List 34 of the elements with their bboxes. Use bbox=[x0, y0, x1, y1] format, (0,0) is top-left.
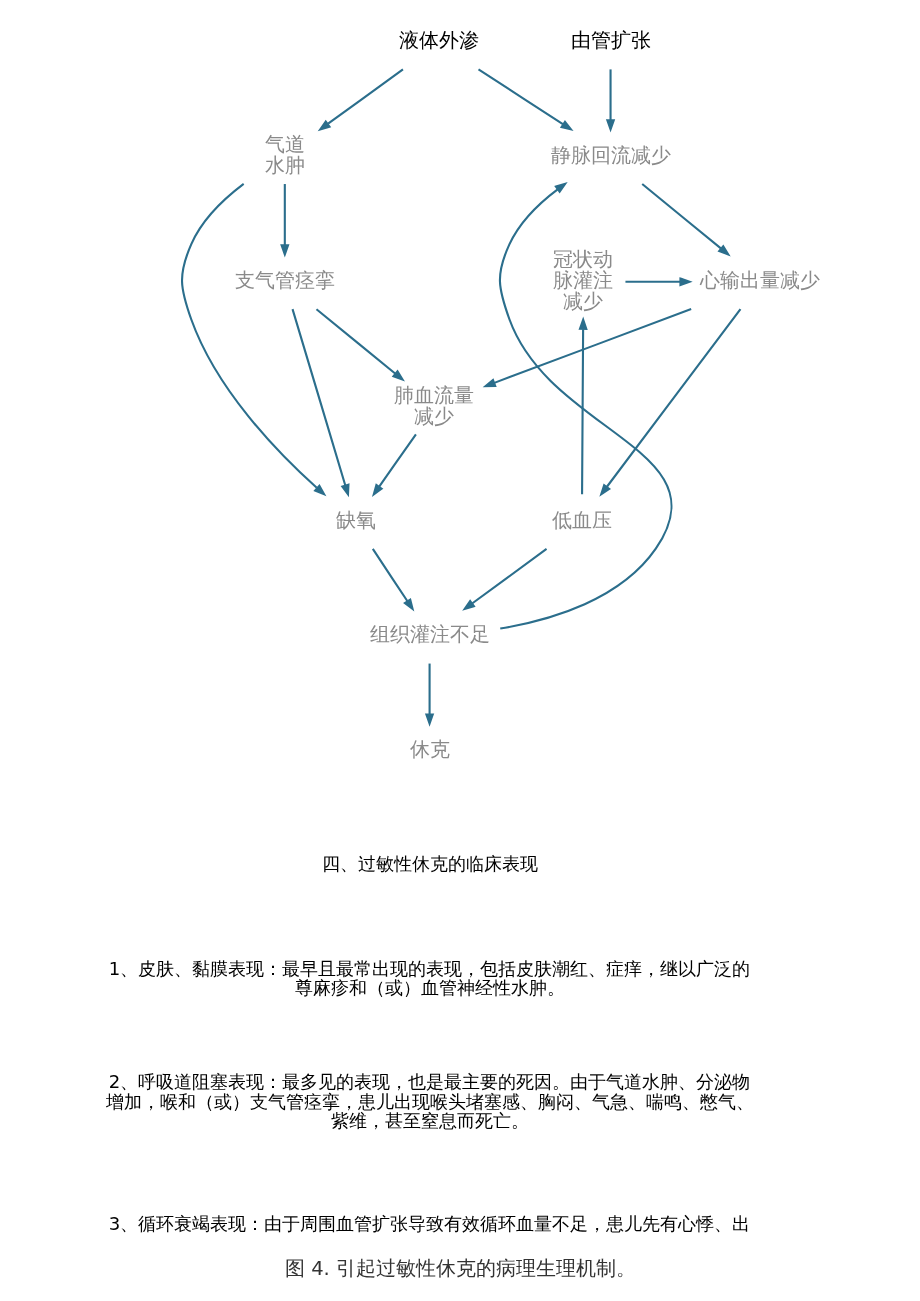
arrow bbox=[317, 68, 404, 132]
arrow bbox=[424, 663, 434, 727]
arrow bbox=[371, 548, 414, 612]
node-text: 气道水肿 bbox=[264, 133, 305, 178]
node-text: 组织灌注不足 bbox=[369, 623, 490, 647]
arrow bbox=[279, 184, 289, 258]
node-text: 冠状动脉灌注减少 bbox=[552, 247, 613, 314]
arrow bbox=[605, 69, 615, 133]
label: 1、皮肤、黏膜表现：最早且最常出现的表现，包括皮肤潮红、症痒，继以广泛的尊麻疹和（或）血管神经性水肿。 bbox=[108, 957, 750, 999]
arrow bbox=[315, 308, 405, 382]
arrow bbox=[371, 433, 417, 497]
node-text: 液体外渗 bbox=[398, 29, 479, 53]
arrow bbox=[482, 308, 692, 388]
node-text: 缺氧 bbox=[335, 508, 376, 532]
caption: 图 4. 引起过敏性休克的病理生理机制。 bbox=[284, 1256, 636, 1280]
arrow bbox=[577, 316, 588, 495]
arrow bbox=[291, 308, 350, 498]
arrow bbox=[498, 182, 673, 630]
node-text: 心输出量减少 bbox=[699, 268, 820, 292]
arrow bbox=[624, 277, 693, 287]
node-text: 静脉回流减少 bbox=[550, 143, 671, 167]
arrow bbox=[461, 548, 547, 611]
node-text: 休克 bbox=[409, 737, 450, 761]
label: 3、循环衰竭表现：由于周围血管扩张导致有效循环血量不足，患儿先有心悸、出 bbox=[108, 1213, 750, 1235]
arrow bbox=[180, 183, 326, 497]
label: 2、呼吸道阻塞表现：最多见的表现，也是最主要的死因。由于气道水肿、分泌物增加，喉和（或）支气管痉挛，患儿出现喉头堵塞感、胸闷、气急、喘鸣、憋气、紫维，甚至窒息而死亡。 bbox=[105, 1070, 754, 1132]
node-text: 低血压 bbox=[551, 508, 612, 532]
label: 四、过敏性休克的临床表现 bbox=[321, 853, 538, 875]
node-text: 肺血流量减少 bbox=[393, 383, 474, 428]
node-text: 支气管痉挛 bbox=[234, 268, 335, 292]
arrow bbox=[641, 183, 731, 257]
arrow bbox=[477, 68, 574, 132]
arrow bbox=[598, 308, 741, 497]
node-text: 由管扩张 bbox=[570, 29, 651, 53]
